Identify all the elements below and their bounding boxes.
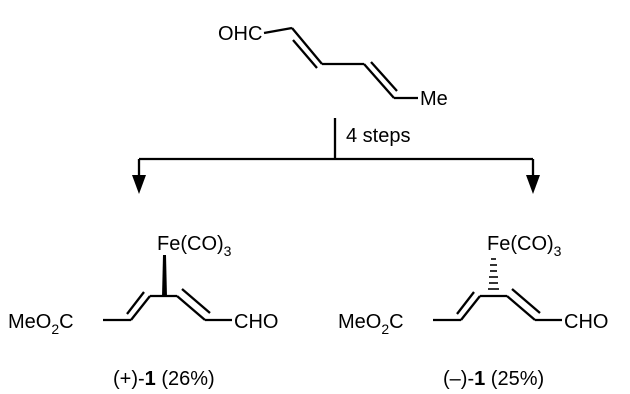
starting-material-bonds <box>263 26 418 100</box>
plus-ester: MeO2C <box>8 311 74 337</box>
starting-material: OHC Me <box>218 23 448 110</box>
plus-diene-bonds <box>103 288 232 322</box>
plus-wedge-bond <box>162 255 167 297</box>
minus-aldehyde: CHO <box>564 311 608 333</box>
product-minus-1: Fe(CO)3 MeO2C CHO (–)-1 (25%) <box>338 233 608 390</box>
minus-diene-bonds <box>433 288 562 322</box>
reaction-arrows: 4 steps <box>132 118 540 194</box>
minus-compound-label: (–)-1 (25%) <box>443 368 544 390</box>
plus-aldehyde: CHO <box>234 311 278 333</box>
minus-ester: MeO2C <box>338 311 404 337</box>
starting-material-ohc: OHC <box>218 23 262 45</box>
plus-fe-co3: Fe(CO)3 <box>157 233 232 259</box>
starting-material-me: Me <box>420 88 448 110</box>
reaction-conditions: 4 steps <box>346 125 410 147</box>
minus-hashed-bond <box>488 258 499 290</box>
plus-compound-label: (+)-1 (26%) <box>113 368 215 390</box>
left-arrow-head <box>132 175 146 194</box>
right-arrow-head <box>526 175 540 194</box>
product-plus-1: Fe(CO)3 MeO2C CHO (+)-1 (26%) <box>8 233 278 390</box>
minus-fe-co3: Fe(CO)3 <box>487 233 562 259</box>
